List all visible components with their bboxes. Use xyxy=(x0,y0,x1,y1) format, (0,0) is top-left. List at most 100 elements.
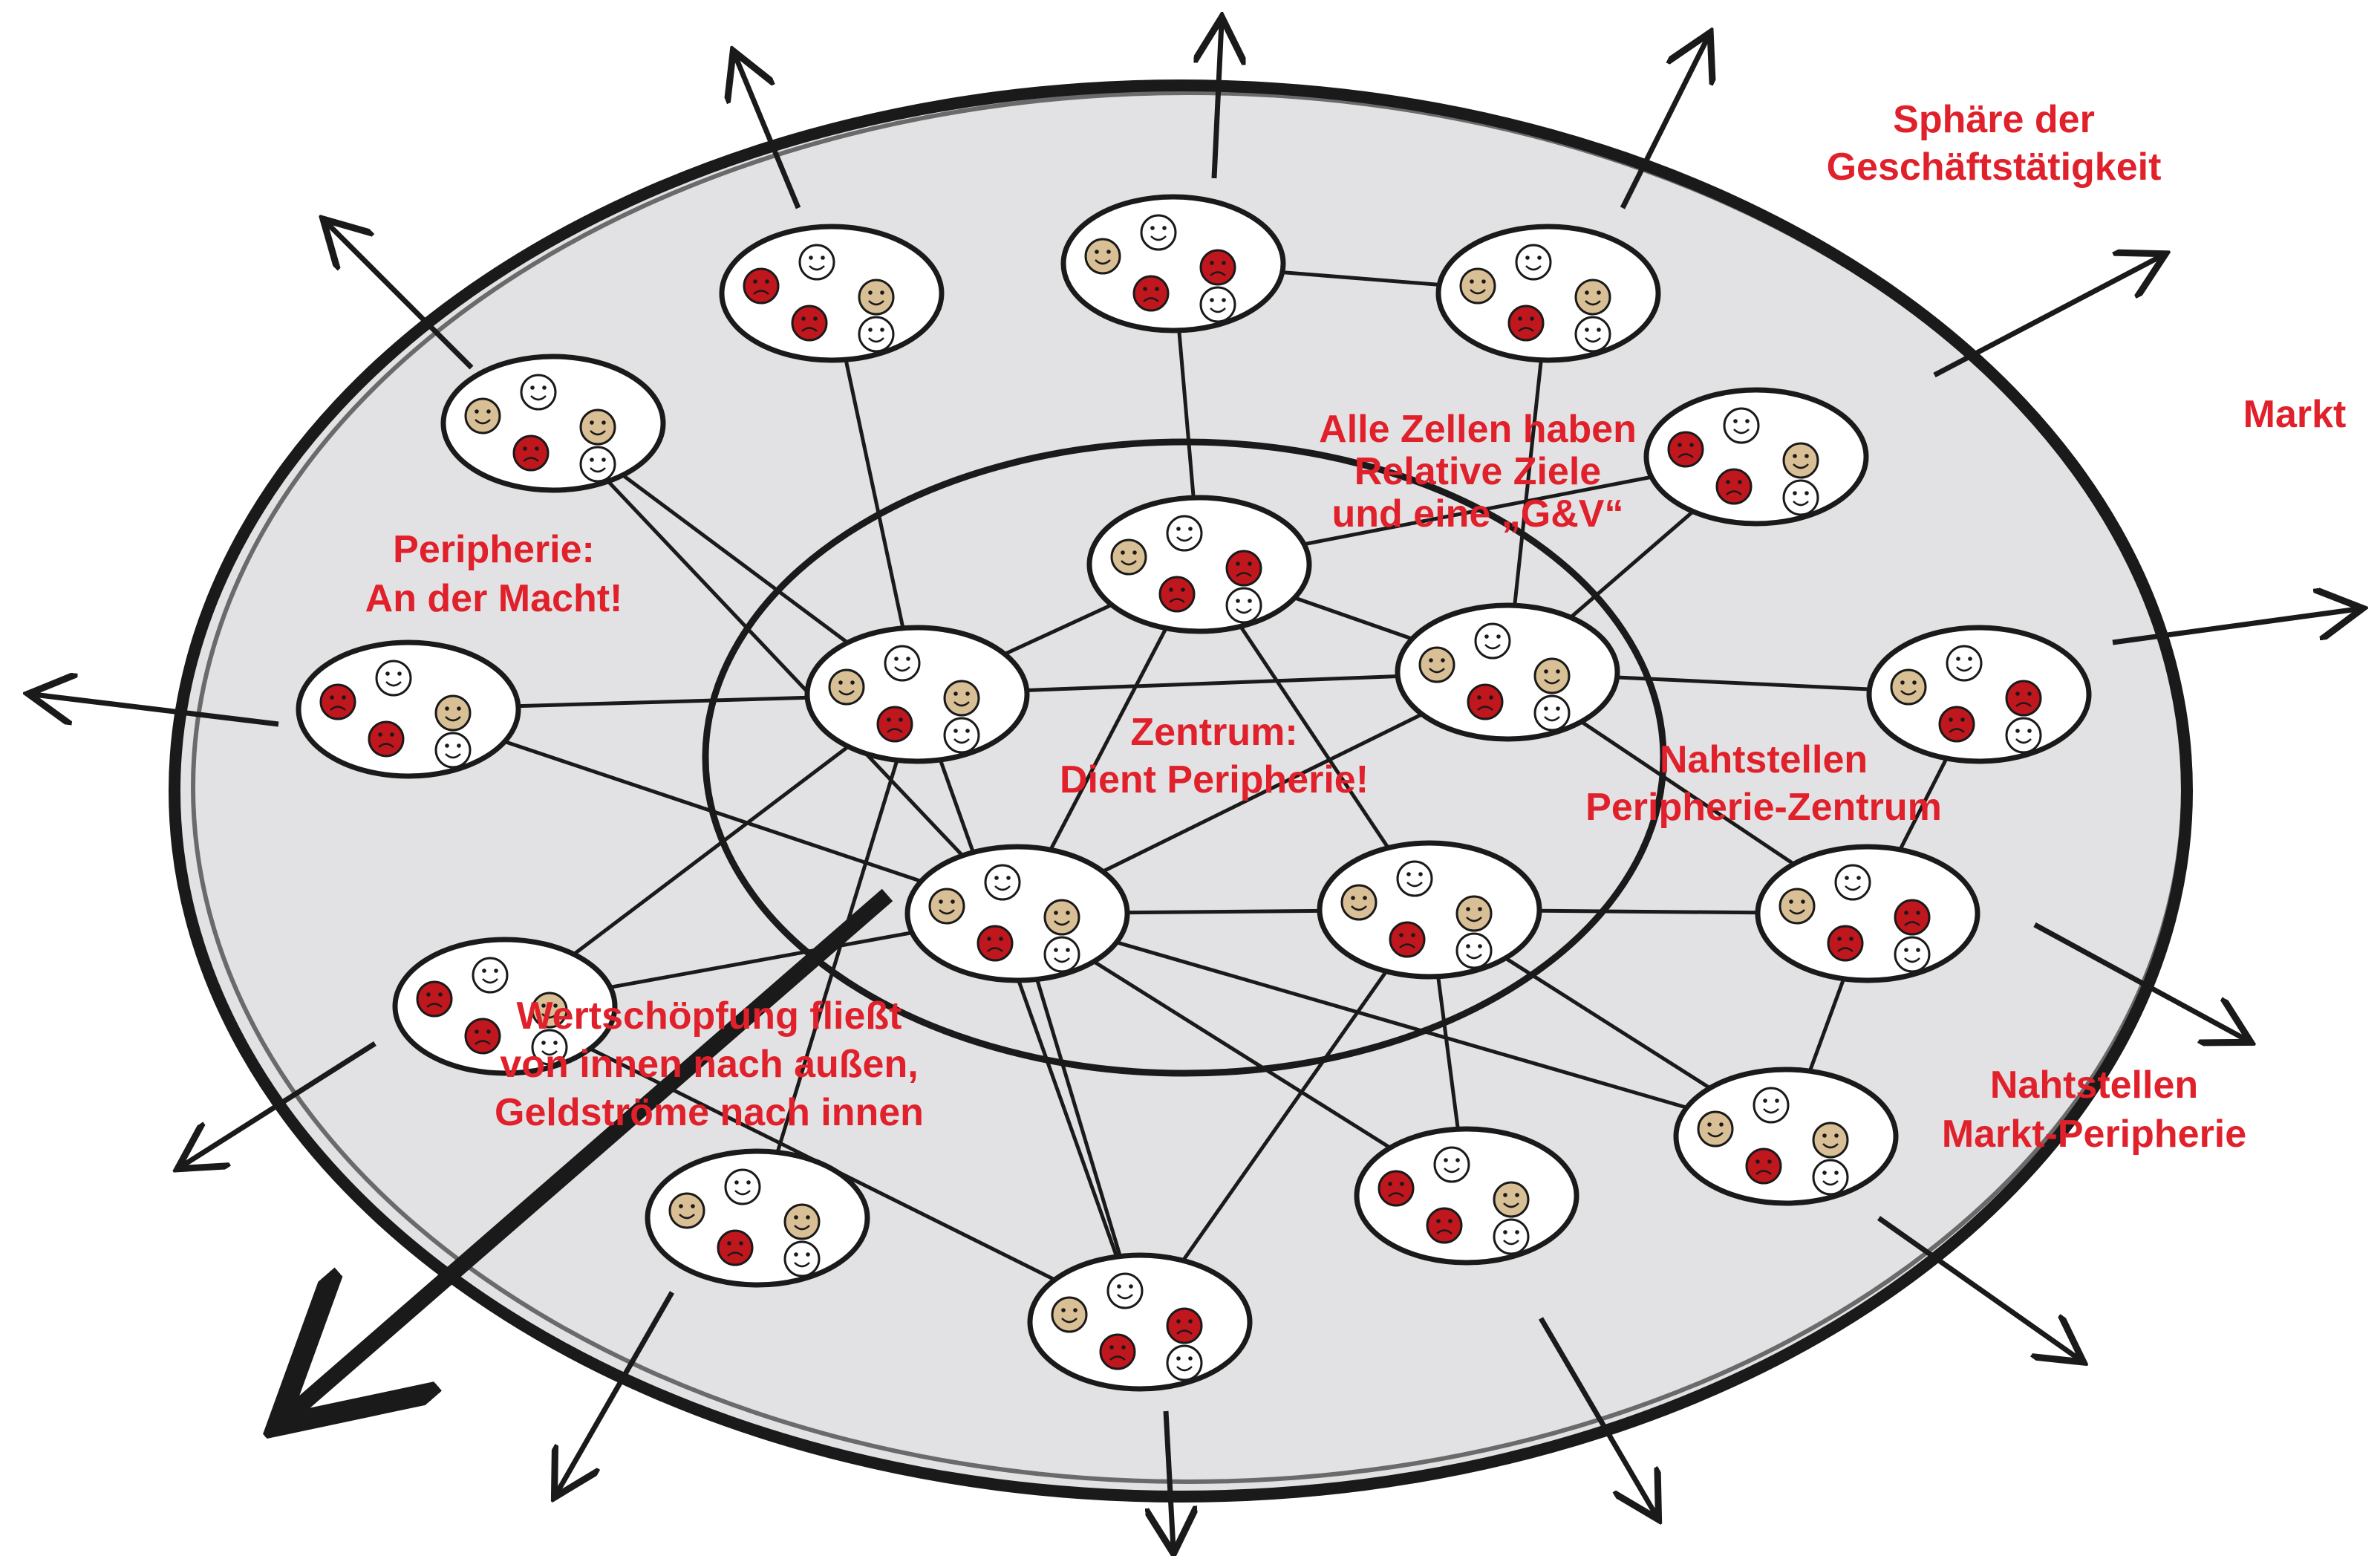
connection-line xyxy=(552,422,1019,915)
smiley-face-icon xyxy=(1493,1181,1530,1218)
smiley-face-icon xyxy=(1779,888,1816,925)
smiley-face-icon xyxy=(1043,899,1080,936)
team-cell-icon xyxy=(804,625,1030,764)
smiley-face-icon xyxy=(828,668,865,706)
smiley-face-icon xyxy=(1782,479,1819,516)
smiley-face-icon xyxy=(375,660,412,697)
smiley-face-icon xyxy=(1199,286,1236,323)
connection-line xyxy=(1138,908,1432,1324)
smiley-face-icon xyxy=(943,717,980,754)
cells-label-line-2: Relative Ziele xyxy=(1354,450,1601,493)
smiley-face-icon xyxy=(1418,646,1455,683)
team-cell-icon xyxy=(1435,224,1661,363)
team-cell-icon xyxy=(645,1148,870,1288)
team-cell-icon xyxy=(1354,1126,1579,1266)
seam-center-label-line-2: Peripherie-Zentrum xyxy=(1585,786,1942,829)
team-cell-icon xyxy=(440,354,666,493)
smiley-face-icon xyxy=(1697,1110,1734,1148)
connection-line xyxy=(755,694,919,1219)
smiley-face-icon xyxy=(434,694,472,732)
business-sphere-sketch-line xyxy=(191,91,2185,1484)
smiley-face-icon xyxy=(977,925,1014,962)
smiley-face-icon xyxy=(1533,694,1571,732)
periphery-label: Peripherie: An der Macht! xyxy=(365,528,623,620)
smiley-face-icon xyxy=(1426,1207,1463,1244)
connection-line xyxy=(915,694,1142,1323)
smiley-face-icon xyxy=(943,680,980,717)
arrow-icon xyxy=(735,56,801,209)
smiley-face-icon xyxy=(858,279,895,316)
team-cell-icon xyxy=(296,639,521,779)
smiley-face-icon xyxy=(520,374,557,411)
smiley-face-icon xyxy=(1166,1344,1203,1381)
smiley-face-icon xyxy=(1745,1148,1782,1185)
smiley-face-icon xyxy=(1474,622,1511,660)
cells-label-line-1: Alle Zellen haben xyxy=(1319,408,1637,451)
smiley-face-icon xyxy=(791,305,828,342)
smiley-face-icon xyxy=(1389,921,1426,958)
connection-line xyxy=(408,707,1018,916)
arrow-icon xyxy=(33,694,279,727)
team-cell-icon xyxy=(1027,1252,1253,1392)
smiley-face-icon xyxy=(1166,1307,1203,1344)
seam-center-label-line-1: Nahtstellen xyxy=(1660,738,1868,781)
smiley-face-icon xyxy=(783,1203,821,1240)
smiley-face-icon xyxy=(1574,316,1611,353)
value-label-line-3: Geldströme nach innen xyxy=(495,1091,924,1134)
smiley-face-icon xyxy=(798,244,835,281)
smiley-face-icon xyxy=(1043,936,1080,973)
smiley-face-icon xyxy=(1938,706,1975,743)
smiley-face-icon xyxy=(717,1229,754,1266)
center-zone xyxy=(702,438,1667,1077)
team-cell-icon xyxy=(1643,387,1869,527)
smiley-face-icon xyxy=(531,1029,568,1066)
smiley-face-icon xyxy=(884,645,921,682)
smiley-face-icon xyxy=(1723,407,1760,444)
smiley-face-icon xyxy=(434,732,472,769)
arrow-icon xyxy=(1877,1216,2079,1359)
sphere-label: Sphäre der Geschäftstätigkeit xyxy=(1827,98,2162,189)
smiley-face-icon xyxy=(1225,550,1262,587)
smiley-face-icon xyxy=(319,683,356,720)
smiley-face-icon xyxy=(928,888,965,925)
periphery-label-line-2: An der Macht! xyxy=(365,577,623,620)
smiley-face-icon xyxy=(2005,680,2042,717)
team-cell-icon xyxy=(1060,194,1286,333)
center-label-line-1: Zentrum: xyxy=(1130,711,1297,754)
smiley-face-icon xyxy=(858,316,895,353)
center-label-line-2: Dient Peripherie! xyxy=(1060,758,1369,801)
smiley-face-icon xyxy=(1099,1333,1136,1370)
outward-arrows xyxy=(33,22,2358,1549)
arrow-icon xyxy=(2112,609,2358,645)
smiley-face-icon xyxy=(1199,249,1236,286)
periphery-label-line-1: Peripherie: xyxy=(393,528,595,571)
smiley-face-icon xyxy=(1753,1087,1790,1124)
smiley-face-icon xyxy=(1455,895,1493,932)
smiley-face-icon xyxy=(1433,1146,1470,1183)
smiley-face-icon xyxy=(464,397,501,434)
smiley-face-icon xyxy=(1782,442,1819,479)
team-cell-icon xyxy=(719,224,945,363)
team-cell-icon xyxy=(904,844,1130,983)
seam-periphery-center-label: Nahtstellen Peripherie-Zentrum xyxy=(1585,738,1942,829)
smiley-face-icon xyxy=(531,992,568,1029)
arrow-icon xyxy=(1214,22,1222,179)
team-cells xyxy=(296,194,2092,1392)
smiley-face-icon xyxy=(783,1240,821,1277)
team-cell-icon xyxy=(1673,1067,1899,1206)
smiley-face-icon xyxy=(1507,305,1545,342)
team-cell-icon xyxy=(1395,602,1620,742)
team-cell-icon xyxy=(1086,495,1312,634)
sphere-label-line-2: Geschäftstätigkeit xyxy=(1827,146,2162,189)
arrow-icon xyxy=(1620,37,1708,209)
smiley-face-icon xyxy=(984,864,1021,901)
smiley-face-icon xyxy=(1132,275,1170,312)
smiley-face-icon xyxy=(1396,860,1433,897)
smiley-face-icon xyxy=(1812,1159,1849,1196)
smiley-face-icon xyxy=(1166,515,1203,552)
market-label: Markt xyxy=(2243,393,2347,436)
smiley-face-icon xyxy=(464,1018,501,1055)
smiley-face-icon xyxy=(579,446,616,483)
arrow-icon xyxy=(1538,1317,1656,1515)
smiley-face-icon xyxy=(1894,936,1931,973)
